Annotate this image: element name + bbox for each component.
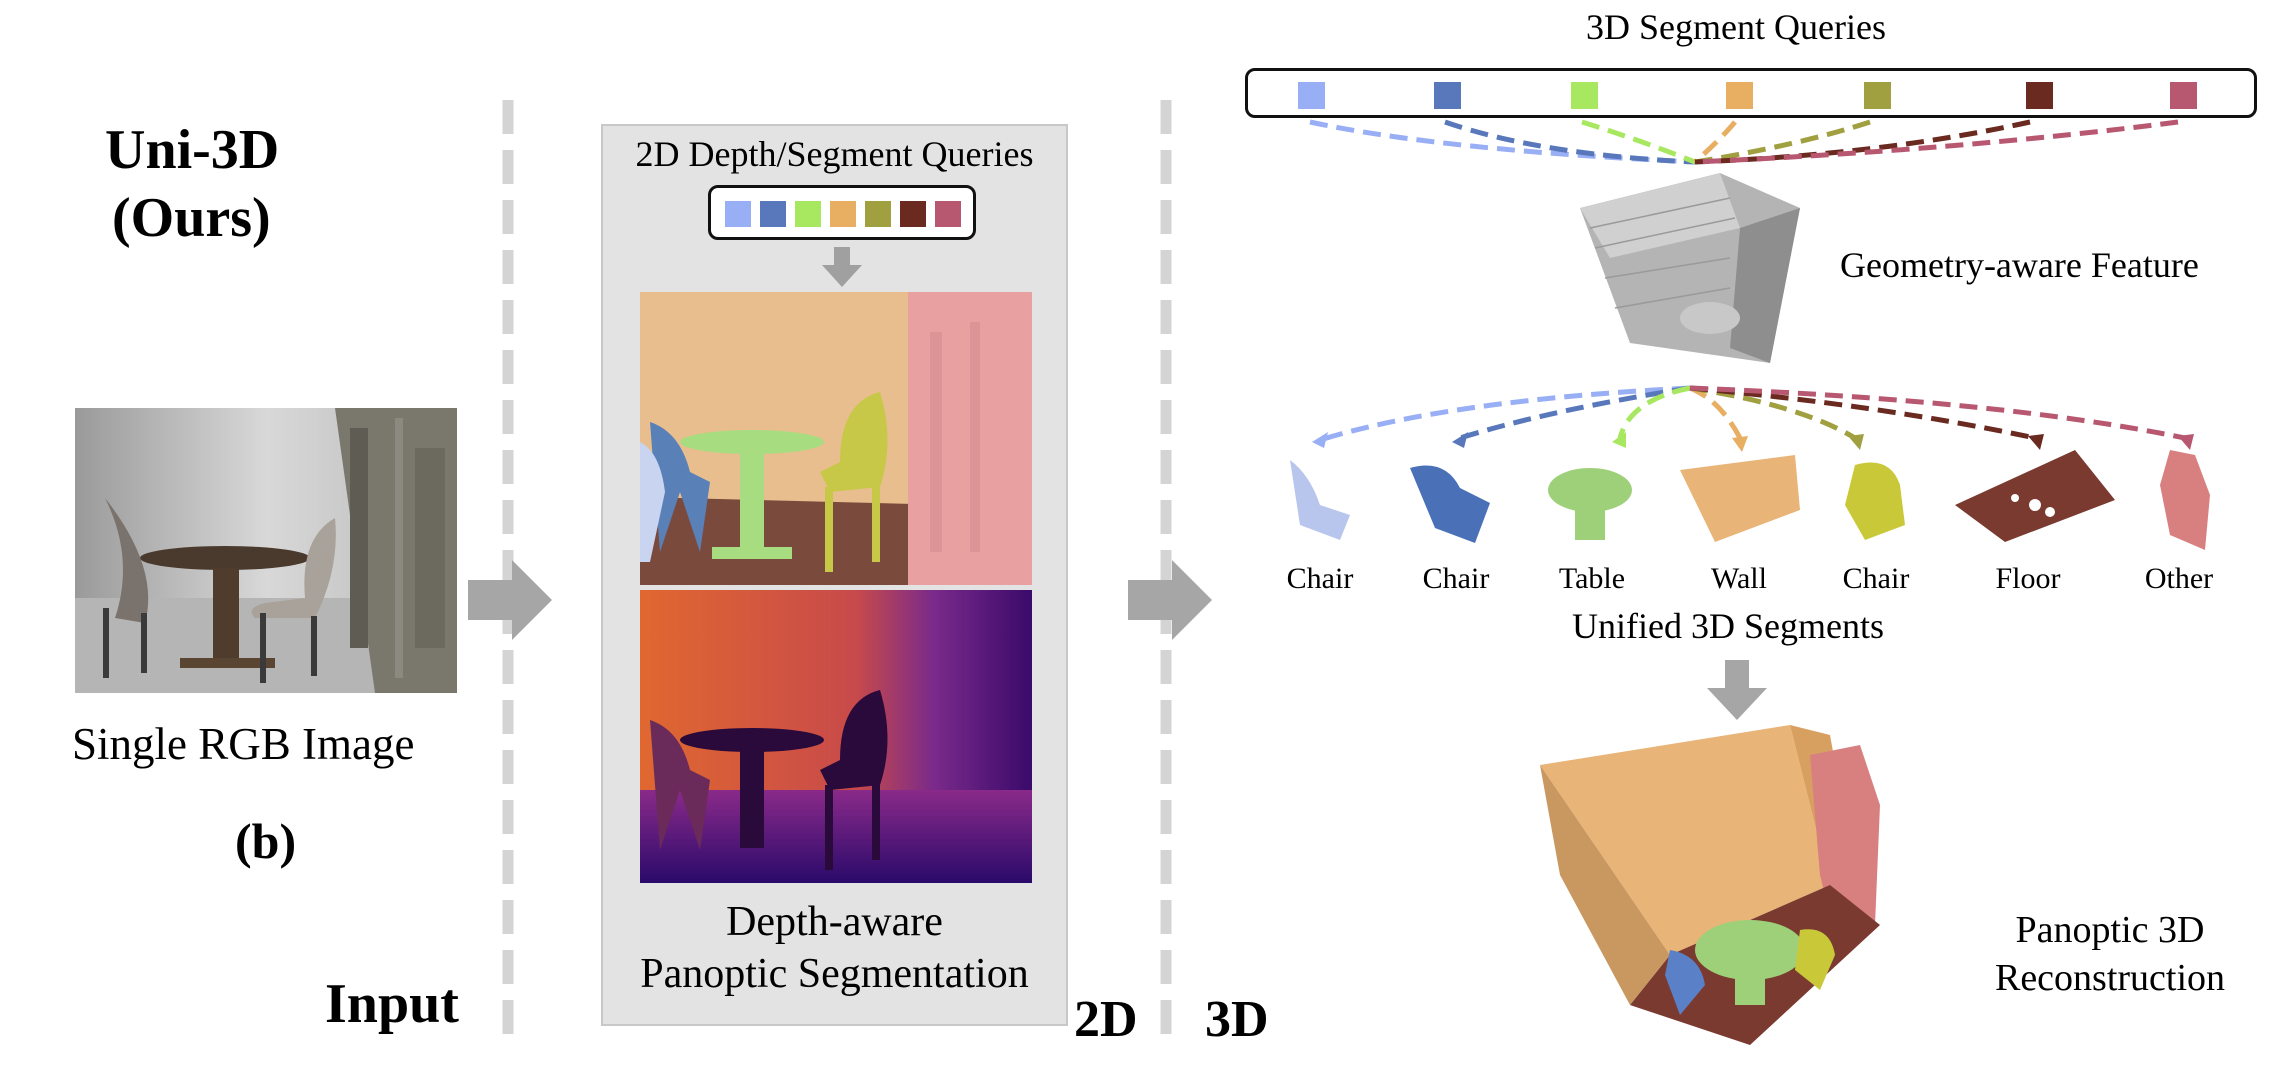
unified-segments-title: Unified 3D Segments (1572, 606, 1884, 646)
panel-letter: (b) (235, 813, 297, 869)
segment-label-3: Table (1558, 562, 1626, 595)
query-2d-2 (760, 201, 786, 227)
queries-2d-box (708, 185, 976, 240)
input-section-label: Input (325, 973, 459, 1035)
query-2d-3 (795, 201, 821, 227)
segments-down-arrow (1707, 660, 1767, 720)
query-2d-6 (900, 201, 926, 227)
flow-arrow-2d-to-3d (1128, 560, 1212, 640)
segment-label-2: Chair (1422, 562, 1490, 595)
section-2d-label: 2D (1074, 991, 1138, 1048)
query-3d-4 (1726, 82, 1753, 109)
feature-segment-connectors (1312, 385, 2194, 452)
segment-shape-wall (1680, 455, 1800, 542)
recon-label-line2: Reconstruction (1994, 957, 2226, 999)
query-3d-6 (2026, 82, 2053, 109)
panoptic-3d-reconstruction (1540, 725, 1880, 1045)
panel-2d-caption-line1: Depth-aware (726, 899, 943, 945)
segment-shape-table (1548, 468, 1632, 540)
section-divider-1 (502, 100, 514, 1050)
query-2d-1 (725, 201, 751, 227)
section-divider-2 (1160, 100, 1172, 1050)
segment-label-6: Floor (1995, 562, 2061, 595)
method-title-line1: Uni-3D (105, 119, 280, 181)
panoptic-segmentation-map (640, 292, 1032, 585)
query-2d-5 (865, 201, 891, 227)
query-feature-connectors (1309, 119, 2179, 165)
query-2d-7 (935, 201, 961, 227)
query-3d-7 (2170, 82, 2197, 109)
segment-shape-floor (1955, 450, 2115, 542)
section-3d-label: 3D (1205, 991, 1269, 1048)
queries-3d-box (1245, 68, 2257, 118)
queries-2d-title: 2D Depth/Segment Queries (635, 134, 1034, 174)
panel-2d-caption-line2: Panoptic Segmentation (640, 951, 1029, 997)
segment-label-4: Wall (1711, 562, 1767, 595)
query-2d-4 (830, 201, 856, 227)
geometry-feature-volume (1580, 173, 1800, 363)
flow-arrow-input-to-2d (468, 560, 552, 640)
method-title-line2: (Ours) (112, 187, 271, 249)
segment-label-7: Other (2144, 562, 2214, 595)
query-3d-2 (1434, 82, 1461, 109)
query-3d-1 (1298, 82, 1325, 109)
segment-shape-chair-2 (1410, 465, 1490, 543)
query-3d-5 (1864, 82, 1891, 109)
depth-map (640, 590, 1032, 883)
segment-label-5: Chair (1842, 562, 1910, 595)
input-rgb-image (75, 408, 457, 693)
segment-label-1: Chair (1286, 562, 1354, 595)
input-image-caption: Single RGB Image (72, 719, 415, 769)
geometry-feature-label: Geometry-aware Feature (1840, 245, 2199, 285)
segment-shape-chair-1 (1290, 460, 1350, 540)
query-3d-3 (1571, 82, 1598, 109)
recon-label-line1: Panoptic 3D (2015, 909, 2205, 951)
queries-2d-down-arrow (822, 247, 862, 287)
segment-shape-chair-3 (1845, 462, 1905, 540)
queries-3d-title: 3D Segment Queries (1586, 7, 1886, 47)
segment-shape-other (2160, 450, 2210, 550)
